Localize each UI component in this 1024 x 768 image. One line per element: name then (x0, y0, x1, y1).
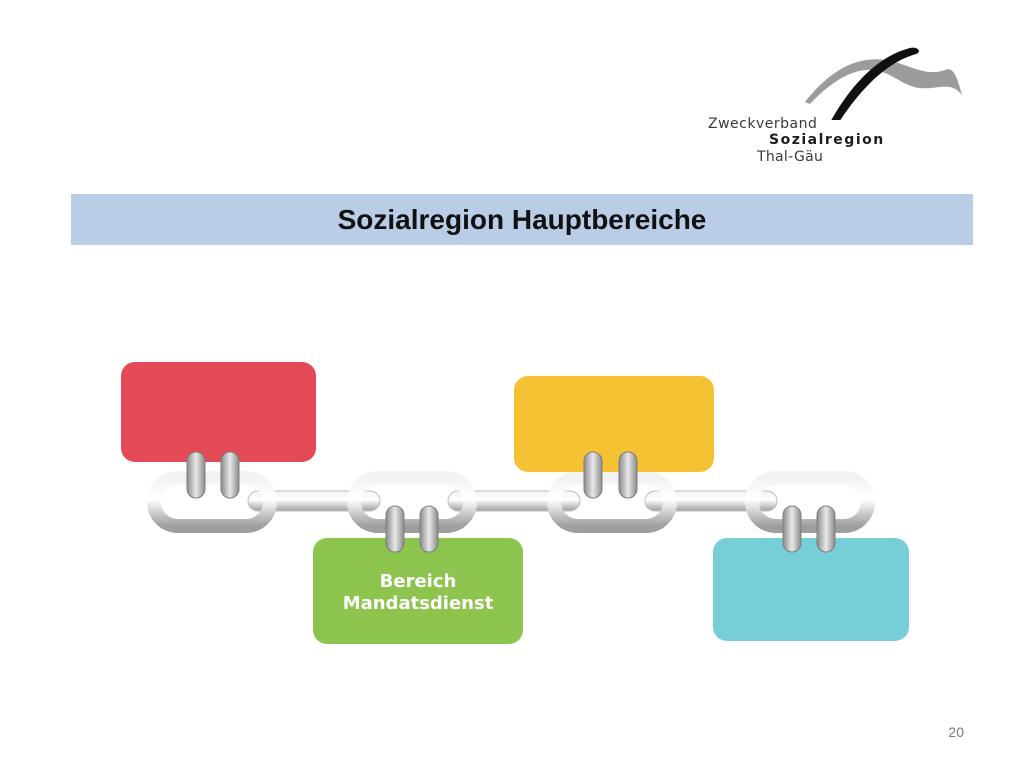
box-green: Bereich Mandatsdienst (313, 538, 523, 644)
page-number: 20 (948, 724, 964, 740)
box-red (121, 362, 316, 462)
box-teal (713, 538, 909, 641)
title-bar: Sozialregion Hauptbereiche (71, 194, 973, 245)
page-title: Sozialregion Hauptbereiche (337, 203, 707, 235)
box-green-label: Bereich Mandatsdienst (342, 571, 494, 614)
logo-swoosh-icon (805, 47, 962, 120)
logo-line-1: Zweckverband (708, 116, 818, 132)
logo: Zweckverband Sozialregion Thal-Gäu (700, 40, 970, 170)
logo-line-2: Sozialregion (769, 132, 885, 148)
box-yellow (514, 376, 714, 472)
logo-line-3: Thal-Gäu (757, 149, 824, 165)
